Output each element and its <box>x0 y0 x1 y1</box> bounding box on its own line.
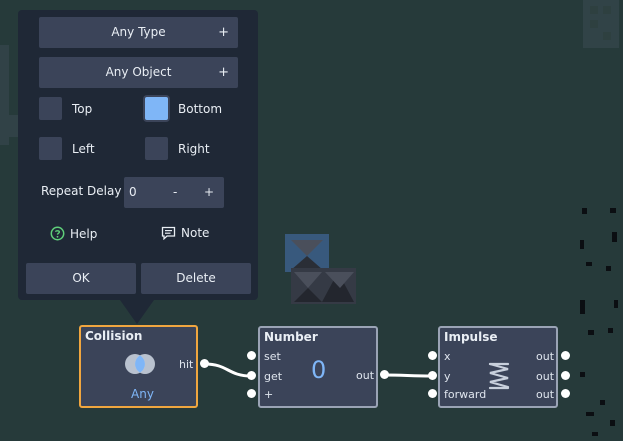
number-add-label: + <box>264 388 274 401</box>
number-value[interactable]: 0 <box>311 356 327 384</box>
collision-node[interactable]: Collision hit Any <box>79 325 198 408</box>
number-node[interactable]: Number set get + 0 out <box>258 326 378 408</box>
number-get-port[interactable] <box>247 371 256 380</box>
impulse-out-label-3: out <box>536 388 555 401</box>
impulse-out-port-1[interactable] <box>561 351 570 360</box>
impulse-out-label-1: out <box>536 350 555 363</box>
bottom-checkbox[interactable] <box>145 97 168 120</box>
help-label: Help <box>70 226 98 241</box>
top-checkbox-label: Top <box>72 102 93 116</box>
help-icon <box>50 226 65 241</box>
impulse-node[interactable]: Impulse x y forward out out out <box>438 326 558 408</box>
note-icon <box>161 226 176 240</box>
spring-icon <box>488 362 510 390</box>
collision-hit-label: hit <box>179 358 194 371</box>
object-dropdown-label: Any Object <box>105 65 172 79</box>
event-settings-popup: Any Type + Any Object + Top Bottom Left … <box>18 10 258 300</box>
impulse-x-label: x <box>444 350 451 363</box>
repeat-delay-stepper[interactable]: 0 - + <box>124 177 224 208</box>
impulse-x-port[interactable] <box>428 351 437 360</box>
type-dropdown-label: Any Type <box>111 25 166 39</box>
impulse-forward-label: forward <box>444 388 487 401</box>
repeat-delay-value[interactable]: 0 <box>129 185 137 199</box>
impulse-forward-port[interactable] <box>428 389 437 398</box>
popup-pointer <box>120 300 154 324</box>
collision-node-title: Collision <box>85 329 143 343</box>
impulse-y-port[interactable] <box>428 371 437 380</box>
impulse-out-label-2: out <box>536 370 555 383</box>
bottom-checkbox-label: Bottom <box>178 102 223 116</box>
repeat-delay-decrement-button[interactable]: - <box>173 185 178 199</box>
collision-icon <box>125 354 155 374</box>
number-get-label: get <box>264 370 283 383</box>
repeat-delay-label: Repeat Delay <box>41 184 122 198</box>
right-checkbox-label: Right <box>178 142 210 156</box>
collision-filter-label[interactable]: Any <box>131 387 154 401</box>
impulse-node-title: Impulse <box>444 330 498 344</box>
help-link[interactable]: Help <box>50 226 97 241</box>
type-dropdown[interactable]: Any Type + <box>39 17 238 48</box>
wire-hit-to-get <box>204 362 252 378</box>
delete-button[interactable]: Delete <box>141 263 251 294</box>
number-set-port[interactable] <box>247 351 256 360</box>
note-label: Note <box>181 226 210 240</box>
right-checkbox[interactable] <box>145 137 168 160</box>
ok-button[interactable]: OK <box>26 263 136 294</box>
type-dropdown-plus-icon: + <box>218 25 229 40</box>
number-out-port[interactable] <box>380 370 389 379</box>
repeat-delay-increment-button[interactable]: + <box>204 185 215 199</box>
number-node-title: Number <box>264 330 318 344</box>
number-set-label: set <box>264 350 281 363</box>
game-blocks <box>285 234 356 304</box>
number-out-label: out <box>356 369 375 382</box>
impulse-out-port-3[interactable] <box>561 389 570 398</box>
impulse-out-port-2[interactable] <box>561 371 570 380</box>
impulse-y-label: y <box>444 370 451 383</box>
note-link[interactable]: Note <box>161 226 209 240</box>
object-dropdown[interactable]: Any Object + <box>39 57 238 88</box>
left-checkbox-label: Left <box>72 142 95 156</box>
left-checkbox[interactable] <box>39 137 62 160</box>
number-add-port[interactable] <box>247 389 256 398</box>
collision-hit-port[interactable] <box>200 359 209 368</box>
top-checkbox[interactable] <box>39 97 62 120</box>
wire-out-to-y <box>383 373 433 378</box>
object-dropdown-plus-icon: + <box>218 65 229 80</box>
